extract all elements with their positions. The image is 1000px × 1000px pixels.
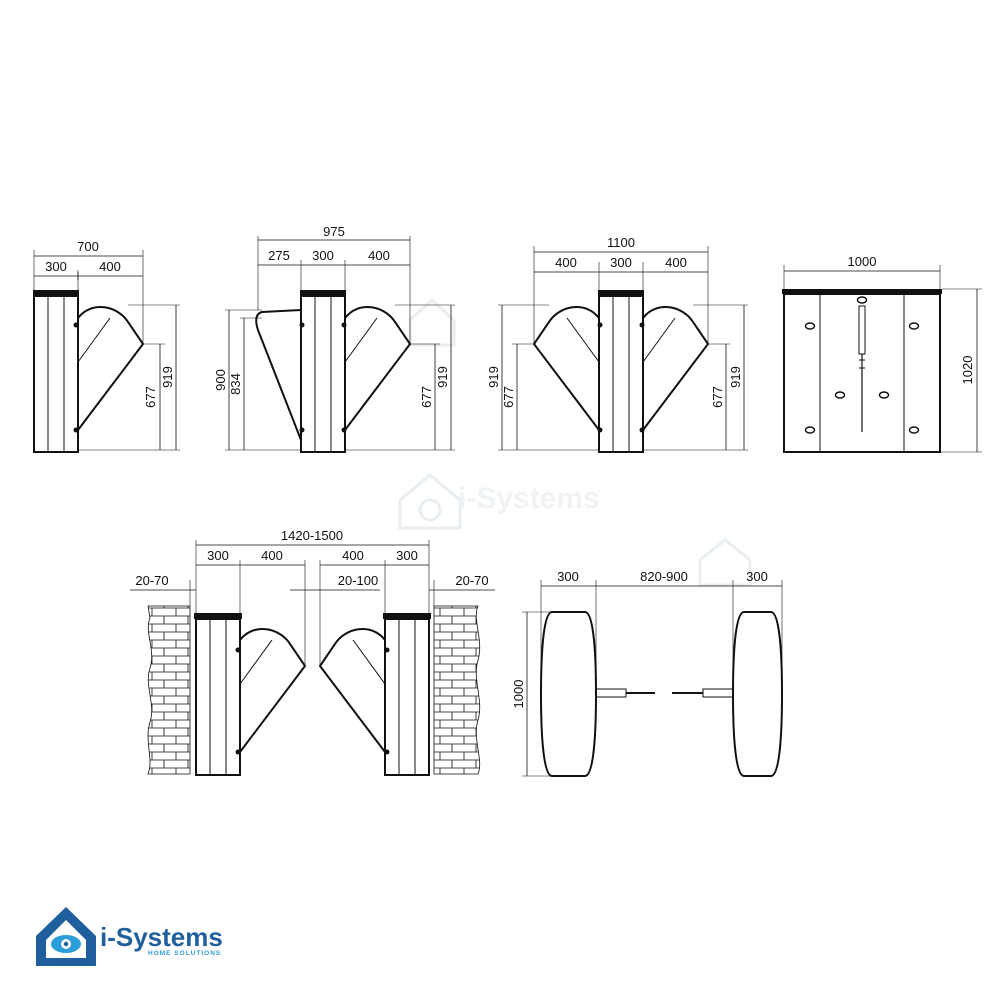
dim-install-wall-gap-left: 20-70 [135,573,168,588]
dim-install-left-post: 300 [207,548,229,563]
dim-double-overall: 975 [323,224,345,239]
dim-plan-right-post: 300 [746,569,768,584]
dim-install-right-wing: 400 [342,548,364,563]
watermarks: i-Systems [398,297,752,587]
dim-dside-left-inner: 677 [501,386,516,408]
dim-dside-left-outer: 919 [486,366,501,388]
watermark-logo-top [408,297,456,347]
dim-plan-passage: 820-900 [640,569,688,584]
dim-single-wing-height: 677 [143,386,158,408]
brand-name: i-Systems [100,922,223,952]
dim-double-right-wing: 400 [368,248,390,263]
dim-single-overall: 700 [77,239,99,254]
dim-plan-length: 1000 [511,680,526,709]
dim-dside-right-inner: 677 [710,386,725,408]
watermark-logo-right [698,538,752,587]
dim-front-height: 1020 [960,356,975,385]
dim-install-left-wing: 400 [261,548,283,563]
view-double-wing: 975 275 300 400 900 834 677 919 [213,224,455,453]
dim-dside-post: 300 [610,255,632,270]
dim-install-right-post: 300 [396,548,418,563]
dim-plan-left-post: 300 [557,569,579,584]
dim-double-post: 300 [312,248,334,263]
dim-install-overall: 1420-1500 [281,528,343,543]
dim-single-post: 300 [45,259,67,274]
brand-tagline: HOME SOLUTIONS [148,950,221,957]
dim-double-left-outer: 900 [213,369,228,391]
dim-dside-overall: 1100 [607,235,635,250]
watermark-logo-center: i-Systems [398,473,600,530]
view-top-plan: 300 820-900 300 1000 [511,569,784,777]
view-double-side: 1100 400 300 400 919 677 677 919 [486,235,748,453]
house-eye-icon [36,907,96,966]
dim-front-width: 1000 [848,254,877,269]
dim-single-wing: 400 [99,259,121,274]
view-installation: 1420-1500 300 400 400 300 20-70 20-100 2… [130,528,495,776]
view-single-side: 700 300 400 677 919 [33,239,180,453]
dim-dside-right-wing: 400 [665,255,687,270]
dim-dside-right-outer: 919 [728,366,743,388]
dim-double-left-wing: 275 [268,248,290,263]
dim-double-right-outer: 919 [435,366,450,388]
view-front-panel: 1000 1020 [782,254,982,453]
dim-install-center-gap: 20-100 [338,573,378,588]
dim-double-left-inner: 834 [228,373,243,395]
svg-text:i-Systems: i-Systems [458,482,600,515]
dim-single-total-height: 919 [160,366,175,388]
dim-install-wall-gap-right: 20-70 [455,573,488,588]
dim-double-right-inner: 677 [419,386,434,408]
dim-dside-left-wing: 400 [555,255,577,270]
brand-logo: i-Systems HOME SOLUTIONS [36,907,223,966]
